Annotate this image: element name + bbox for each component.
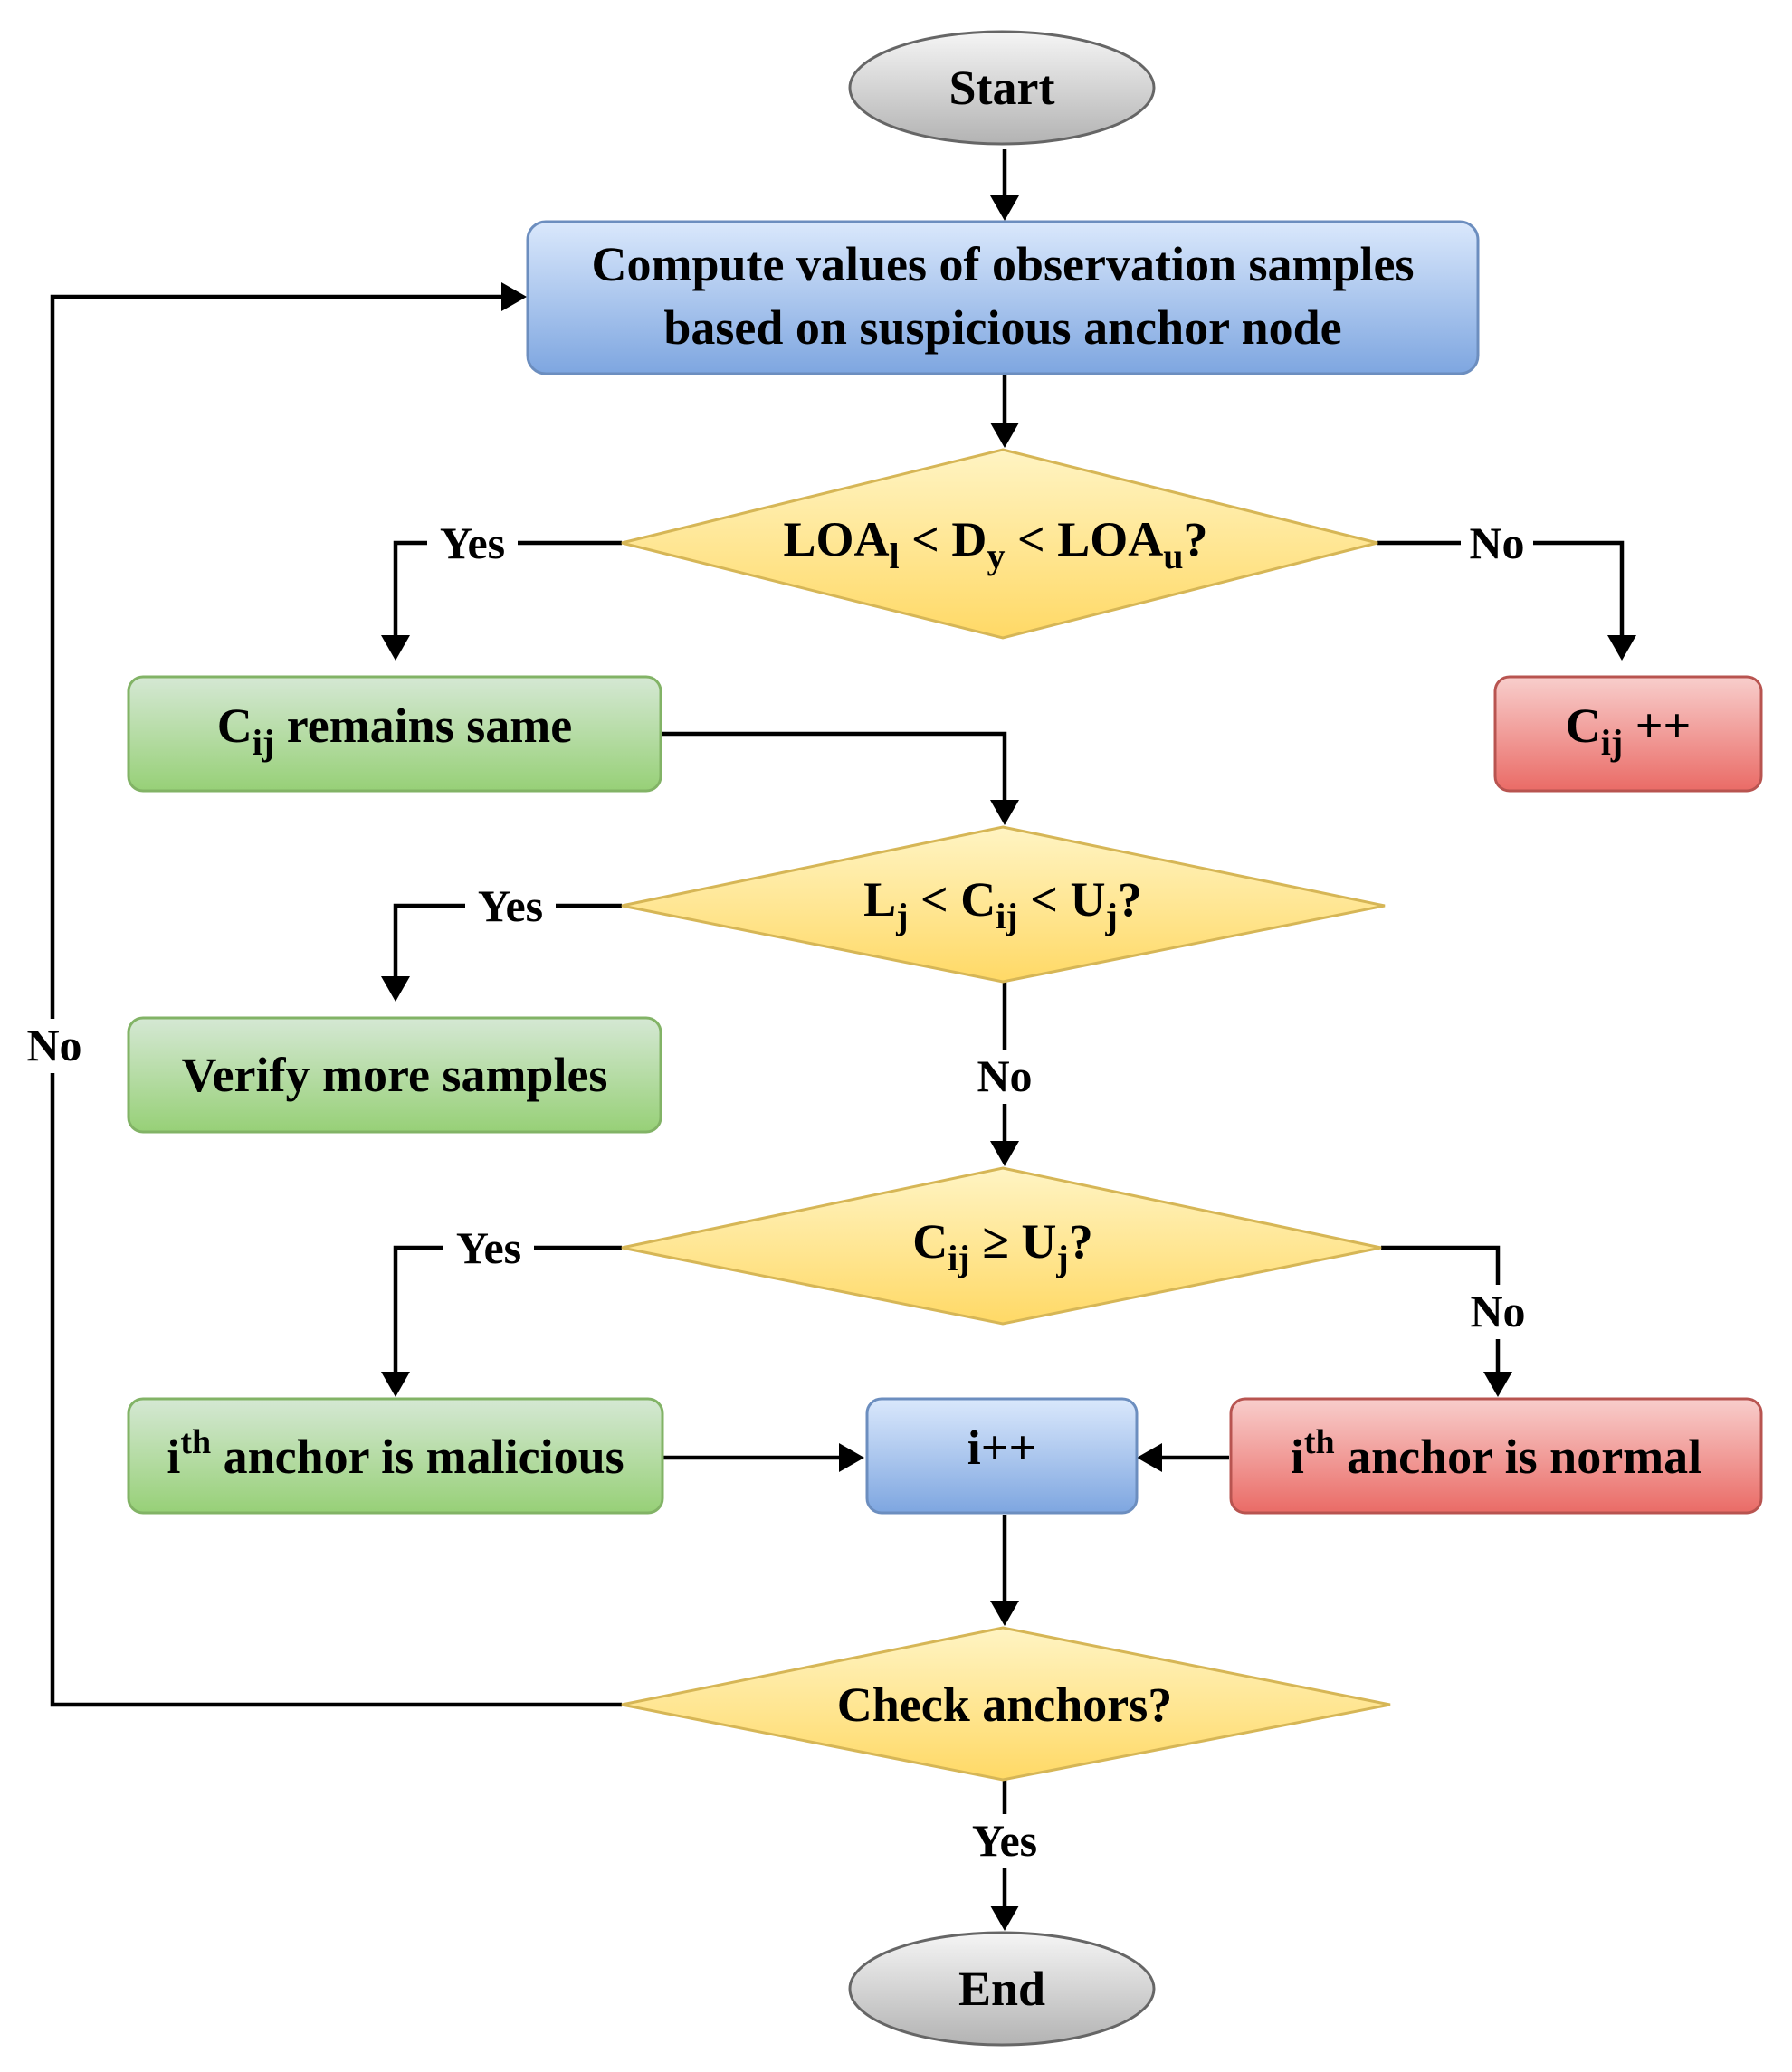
decision2-diamond: Lj < Cij < Uj? — [621, 825, 1386, 984]
decision4-diamond: Check anchors? — [621, 1626, 1391, 1782]
arrowhead — [381, 976, 410, 1002]
edge-remains-to-decision2 — [661, 731, 1007, 805]
remains-same-box: Cij remains same — [127, 675, 662, 793]
decision2-label: Lj < Cij < Uj? — [863, 872, 1142, 936]
edge-label-decision4-yes: Yes — [972, 1815, 1037, 1866]
compute-line1: Compute values of observation samples — [591, 237, 1414, 291]
i-increment-box: i++ — [865, 1397, 1139, 1515]
start-label: Start — [949, 61, 1055, 115]
edge-decision1-yes — [393, 540, 622, 641]
increment-box: Cij ++ — [1493, 675, 1763, 793]
edge-label-decision1-no: No — [1469, 518, 1524, 568]
arrowhead — [1483, 1372, 1512, 1397]
i-increment-label: i++ — [967, 1421, 1037, 1475]
increment-label: Cij ++ — [1566, 699, 1691, 763]
verify-samples-box: Verify more samples — [127, 1016, 662, 1134]
arrowhead — [1137, 1443, 1162, 1472]
edge-label-decision3-yes: Yes — [456, 1222, 521, 1273]
edge-labels: Yes No Yes No Yes No No Yes — [20, 516, 1534, 1868]
arrowhead — [990, 1906, 1019, 1931]
edge-label-decision1-yes: Yes — [440, 518, 505, 568]
malicious-box: ith anchor is malicious — [127, 1397, 664, 1515]
arrowhead — [381, 1372, 410, 1397]
compute-line2: based on suspicious anchor node — [663, 300, 1341, 355]
arrowhead — [990, 195, 1019, 221]
arrowhead — [990, 423, 1019, 448]
start-terminal: Start — [848, 30, 1156, 146]
decision3-diamond: Cij ≥ Uj? — [621, 1166, 1382, 1326]
arrowhead — [381, 635, 410, 661]
arrowhead — [990, 1601, 1019, 1626]
decision3-label: Cij ≥ Uj? — [912, 1214, 1092, 1278]
remains-same-label: Cij remains same — [217, 699, 572, 763]
edge-decision3-yes — [393, 1245, 622, 1377]
compute-process-box: Compute values of observation samples ba… — [526, 220, 1480, 375]
edge-label-decision4-no: No — [26, 1020, 81, 1070]
decision4-label: Check anchors? — [837, 1678, 1173, 1732]
decision1-label: LOAl < Dy < LOAu? — [784, 512, 1208, 576]
end-terminal: End — [848, 1931, 1156, 2047]
edge-decision4-no-loop — [50, 294, 622, 1707]
malicious-label: ith anchor is malicious — [167, 1423, 624, 1484]
decision1-diamond: LOAl < Dy < LOAu? — [621, 448, 1378, 640]
normal-box: ith anchor is normal — [1229, 1397, 1763, 1515]
arrowhead — [990, 800, 1019, 825]
arrowhead — [1607, 635, 1636, 661]
arrowhead — [501, 282, 527, 311]
normal-label: ith anchor is normal — [1291, 1423, 1701, 1484]
verify-samples-label: Verify more samples — [182, 1048, 608, 1102]
end-label: End — [958, 1962, 1045, 2016]
edge-decision1-no — [1377, 540, 1625, 641]
arrowhead — [990, 1141, 1019, 1166]
edge-label-decision3-no: No — [1470, 1286, 1525, 1336]
arrowhead — [839, 1443, 864, 1472]
edge-label-decision2-yes: Yes — [478, 880, 543, 931]
edge-label-decision2-no: No — [977, 1050, 1032, 1101]
